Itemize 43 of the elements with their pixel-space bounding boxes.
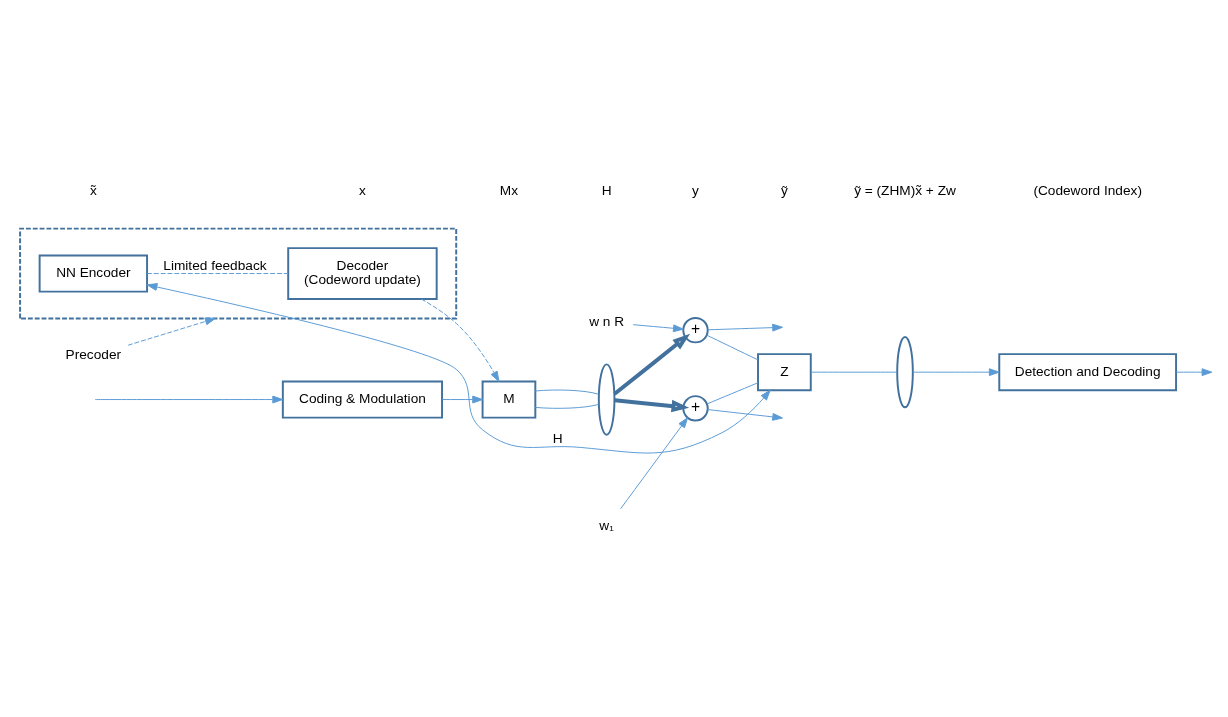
node-text: w n R: [589, 313, 625, 329]
cluster: [19, 227, 458, 319]
edge-label: Limited feedback: [163, 257, 267, 273]
connector: [534, 403, 600, 409]
label: (Codeword Index): [1033, 182, 1142, 198]
connector: [146, 272, 289, 274]
label: H: [601, 182, 612, 198]
arrow: [620, 416, 689, 509]
node-box: Detection and Decoding: [998, 352, 1178, 391]
label: y: [692, 182, 699, 198]
node-text: Precoder: [65, 346, 122, 362]
label: ỹ = (ZHM)x̃ + Zw: [854, 182, 956, 198]
arrow: [94, 395, 284, 403]
arrow: [146, 282, 771, 453]
arrow: [420, 298, 500, 382]
arrow: [613, 333, 691, 396]
connector: [534, 389, 600, 395]
arrow: [707, 323, 783, 332]
arrow: [632, 323, 684, 332]
node-ellipse: [896, 335, 914, 408]
node-circle: +: [682, 394, 709, 421]
connector: [706, 334, 759, 360]
node-box: NN Encoder: [38, 254, 149, 293]
label: x: [359, 182, 366, 198]
node-box: Coding & Modulation: [281, 380, 443, 419]
label: x̃: [89, 182, 97, 198]
node-ellipse: [597, 362, 616, 436]
node-circle: +: [682, 316, 709, 343]
arrow: [441, 395, 483, 403]
connector: [706, 381, 759, 404]
connector: [810, 371, 898, 373]
arrow: [707, 408, 783, 421]
arrow: [912, 367, 1000, 376]
label: ỹ: [780, 182, 788, 198]
arrow: [614, 397, 690, 412]
node-text: w₁: [599, 517, 614, 533]
node-box: M: [481, 380, 537, 419]
arrow: [1175, 367, 1213, 376]
node-box: Decoder (Codeword update): [287, 246, 438, 300]
node-box: Z: [757, 352, 812, 391]
label: Mx: [499, 182, 519, 198]
arrow: [127, 317, 216, 346]
edge-label: H: [552, 430, 563, 446]
